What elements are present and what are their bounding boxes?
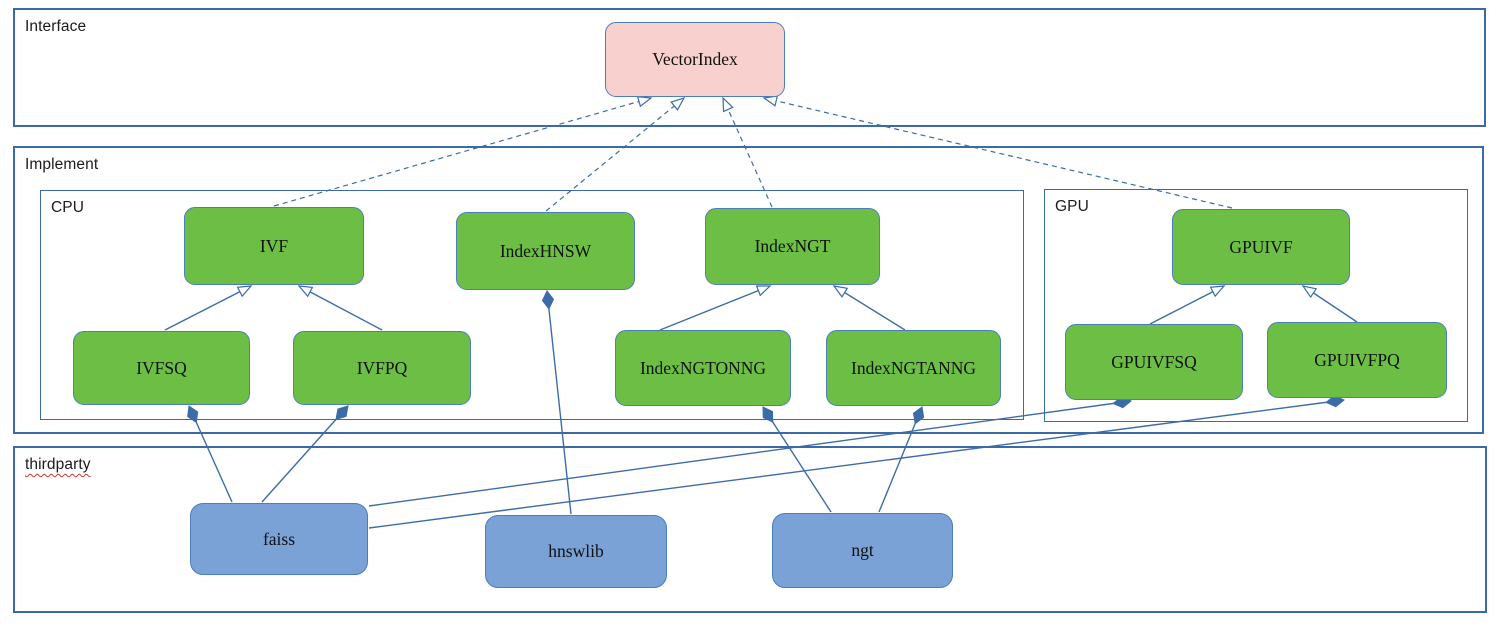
node-ivfsq-label: IVFSQ — [136, 357, 187, 378]
node-indexngt-label: IndexNGT — [754, 236, 831, 256]
edge-hnswlib-to-indexhnsw-composition — [541, 290, 572, 515]
edge-faiss-to-gpuivfsq-composition — [368, 396, 1132, 507]
edge-indexngt-to-vectorindex-realization — [723, 98, 773, 208]
node-indexhnsw-label: IndexHNSW — [499, 240, 592, 261]
node-vectorindex: VectorIndex — [605, 22, 785, 97]
edge-ivfpq-to-ivf-inheritance — [299, 286, 383, 331]
node-gpuivf: GPUIVF — [1172, 209, 1350, 285]
container-thirdparty-label: thirdparty — [25, 456, 91, 473]
node-ngt: ngt — [772, 513, 953, 588]
node-ngt-label: ngt — [851, 540, 874, 560]
node-ivfpq: IVFPQ — [293, 331, 471, 405]
edge-faiss-to-ivfsq-composition — [187, 405, 233, 503]
edge-ngt-to-indexngtonng-composition — [762, 406, 832, 513]
edge-ivfsq-to-ivf-inheritance — [164, 286, 251, 331]
container-gpu: GPU — [1044, 189, 1468, 422]
node-indexngtanng-label: IndexNGTANNG — [851, 357, 976, 378]
node-faiss-label: faiss — [262, 528, 296, 549]
node-ivfpq-label: IVFPQ — [356, 357, 408, 378]
node-ivf: IVF — [184, 207, 364, 285]
container-interface-label: Interface — [25, 18, 87, 35]
edge-faiss-to-gpuivfpq-composition — [368, 395, 1345, 529]
node-indexngtonng-label: IndexNGTONNG — [639, 357, 767, 378]
node-indexngt: IndexNGT — [705, 208, 880, 285]
container-gpu-label: GPU — [1055, 198, 1089, 215]
container-thirdparty: thirdparty — [13, 446, 1487, 613]
node-gpuivf-label: GPUIVF — [1229, 236, 1293, 257]
container-cpu-label: CPU — [51, 199, 85, 216]
edge-gpuivfpq-to-gpuivf-inheritance — [1303, 286, 1358, 323]
edge-indexhnsw-to-vectorindex-realization — [545, 98, 684, 212]
node-gpuivfsq-label: GPUIVFSQ — [1111, 351, 1197, 372]
edge-gpuivfsq-to-gpuivf-inheritance — [1149, 286, 1224, 325]
edge-ngt-to-indexngtanng-composition — [878, 406, 925, 513]
node-gpuivfpq-label: GPUIVFPQ — [1314, 349, 1400, 370]
node-ivfsq: IVFSQ — [73, 331, 250, 405]
node-hnswlib-label: hnswlib — [548, 541, 604, 561]
node-gpuivfsq: GPUIVFSQ — [1065, 324, 1243, 400]
edge-indexngtonng-to-indexngt-inheritance — [659, 285, 770, 331]
node-indexngtonng: IndexNGTONNG — [615, 330, 791, 406]
container-implement: Implement — [13, 146, 1484, 434]
node-hnswlib: hnswlib — [485, 515, 667, 588]
node-ivf-label: IVF — [259, 235, 289, 256]
container-implement-label: Implement — [25, 156, 99, 173]
node-gpuivfpq: GPUIVFPQ — [1267, 322, 1447, 398]
node-indexhnsw: IndexHNSW — [456, 212, 635, 290]
edge-faiss-to-ivfpq-composition — [261, 405, 349, 503]
edge-indexngtanng-to-indexngt-inheritance — [834, 286, 906, 331]
container-cpu: CPU — [40, 190, 1024, 420]
node-vectorindex-label: VectorIndex — [652, 49, 738, 69]
edge-gpuivf-to-vectorindex-realization — [764, 98, 1233, 209]
edge-ivf-to-vectorindex-realization — [273, 98, 651, 207]
node-faiss: faiss — [190, 503, 368, 575]
container-interface: Interface — [13, 8, 1486, 127]
node-indexngtanng: IndexNGTANNG — [826, 330, 1001, 406]
